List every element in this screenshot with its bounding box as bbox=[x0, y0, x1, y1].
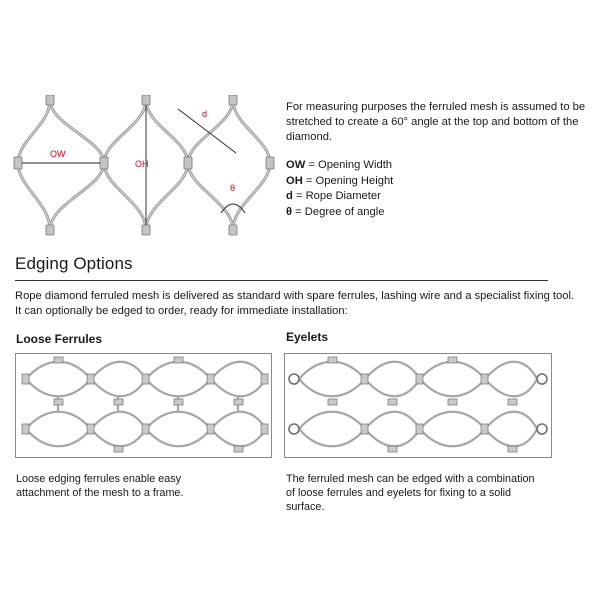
theta-arc bbox=[220, 203, 246, 214]
ferrule bbox=[45, 224, 55, 236]
eyelet bbox=[288, 373, 300, 385]
eyelet bbox=[288, 423, 300, 435]
eyelet bbox=[536, 373, 548, 385]
ferrule bbox=[173, 356, 184, 364]
rope-strand bbox=[48, 98, 106, 232]
ferrule bbox=[327, 356, 338, 364]
ferrule bbox=[387, 445, 398, 453]
ferrule bbox=[141, 224, 151, 236]
ferrule bbox=[360, 423, 369, 435]
ferrule bbox=[99, 156, 109, 170]
ferrule bbox=[480, 373, 489, 385]
ferrule bbox=[173, 398, 184, 406]
loose-ferrules-mesh-svg bbox=[21, 356, 269, 453]
ferrule bbox=[206, 373, 215, 385]
definition-theta: θ = Degree of angle bbox=[286, 205, 385, 218]
ferrule bbox=[233, 445, 244, 453]
ferrule bbox=[415, 423, 424, 435]
ferrule bbox=[507, 398, 518, 406]
rope-strand bbox=[231, 98, 272, 232]
rope-strand bbox=[144, 98, 190, 232]
ferrule bbox=[113, 398, 124, 406]
ferrule bbox=[387, 398, 398, 406]
ferrule bbox=[360, 373, 369, 385]
ferrule bbox=[13, 156, 23, 170]
oh-label: OH bbox=[135, 159, 149, 169]
ferrule bbox=[21, 423, 30, 435]
loose-ferrules-caption: Loose edging ferrules enable easy attach… bbox=[16, 473, 184, 499]
ferrule bbox=[21, 373, 30, 385]
loose-ferrules-image bbox=[15, 353, 272, 458]
ferrule bbox=[206, 423, 215, 435]
ferrule bbox=[53, 356, 64, 364]
ow-label: OW bbox=[50, 149, 66, 159]
ferrule bbox=[327, 398, 338, 406]
ferrule bbox=[233, 398, 244, 406]
ferrule bbox=[141, 423, 150, 435]
loose-ferrules-title: Loose Ferrules bbox=[16, 332, 103, 346]
rope-strand bbox=[16, 98, 52, 232]
ferrule bbox=[228, 224, 238, 236]
section-title: Edging Options bbox=[15, 254, 133, 273]
ferrule bbox=[141, 95, 151, 106]
mesh-measurement-diagram: OW OH d θ bbox=[8, 95, 278, 240]
d-dimension-line bbox=[177, 108, 237, 154]
ferrule bbox=[447, 356, 458, 364]
ferrule bbox=[86, 373, 95, 385]
rope-strand bbox=[186, 98, 235, 232]
ferrule bbox=[415, 373, 424, 385]
eyelet bbox=[536, 423, 548, 435]
ferrule bbox=[260, 373, 269, 385]
ferrule bbox=[45, 95, 55, 106]
ferrule bbox=[228, 95, 238, 106]
mesh-diagram-svg: OW OH d θ bbox=[13, 95, 275, 236]
ferrule bbox=[480, 423, 489, 435]
definition-oh: OH = Opening Height bbox=[286, 174, 394, 187]
ferrule bbox=[447, 398, 458, 406]
ferrule bbox=[265, 156, 275, 170]
eyelets-mesh-svg bbox=[288, 356, 548, 453]
ferrule bbox=[141, 373, 150, 385]
eyelets-title: Eyelets bbox=[286, 330, 329, 344]
eyelets-caption: The ferruled mesh can be edged with a co… bbox=[286, 473, 535, 513]
definition-ow: OW = Opening Width bbox=[286, 159, 393, 171]
ferrule bbox=[113, 445, 124, 453]
intro-text: Rope diamond ferruled mesh is delivered … bbox=[15, 290, 575, 317]
ferrule bbox=[507, 445, 518, 453]
ferrule bbox=[86, 423, 95, 435]
eyelets-image bbox=[284, 353, 552, 458]
ferrule bbox=[53, 398, 64, 406]
definitions-list: OW = Opening Width OH = Opening Height d… bbox=[286, 158, 586, 220]
ferrule bbox=[260, 423, 269, 435]
ferrule bbox=[183, 156, 193, 170]
definition-d: d = Rope Diameter bbox=[286, 190, 381, 202]
section-divider bbox=[15, 280, 548, 281]
d-label: d bbox=[202, 109, 207, 119]
theta-label: θ bbox=[230, 183, 235, 193]
measuring-note: For measuring purposes the ferruled mesh… bbox=[286, 101, 586, 143]
